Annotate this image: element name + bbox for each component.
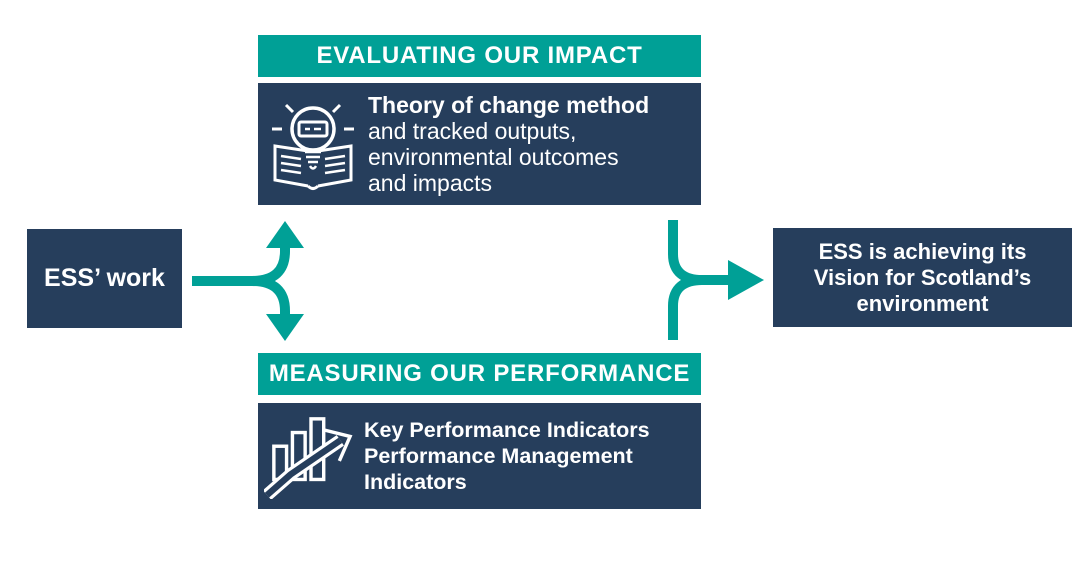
arrowhead-down bbox=[266, 314, 304, 341]
evaluating-icon-wrap bbox=[258, 92, 368, 196]
evaluating-header: EVALUATING OUR IMPACT bbox=[258, 35, 701, 77]
vision-box: ESS is achieving its Vision for Scotland… bbox=[773, 228, 1072, 327]
lightbulb-idea-icon bbox=[272, 103, 354, 190]
arrowhead-up bbox=[266, 221, 304, 248]
measuring-text-block: Key Performance Indicators Performance M… bbox=[364, 418, 650, 494]
evaluating-body: and tracked outputs, environmental outco… bbox=[368, 118, 619, 196]
branch-arrow bbox=[192, 221, 304, 341]
converge-arrow bbox=[668, 220, 764, 340]
evaluating-title: Theory of change method bbox=[368, 92, 650, 118]
evaluating-text-block: Theory of change method and tracked outp… bbox=[368, 92, 649, 196]
growth-chart-arrow-icon bbox=[264, 417, 353, 499]
measuring-icon-wrap bbox=[258, 413, 364, 499]
ess-work-box: ESS’ work bbox=[27, 229, 182, 328]
ess-work-label: ESS’ work bbox=[44, 264, 165, 292]
vision-label: ESS is achieving its Vision for Scotland… bbox=[813, 238, 1032, 316]
measuring-header: MEASURING OUR PERFORMANCE bbox=[258, 353, 701, 395]
evaluating-box: Theory of change method and tracked outp… bbox=[258, 83, 701, 205]
measuring-box: Key Performance Indicators Performance M… bbox=[258, 403, 701, 509]
measuring-header-label: MEASURING OUR PERFORMANCE bbox=[268, 360, 691, 387]
arrowhead-right bbox=[728, 260, 764, 300]
evaluating-header-label: EVALUATING OUR IMPACT bbox=[316, 42, 643, 69]
